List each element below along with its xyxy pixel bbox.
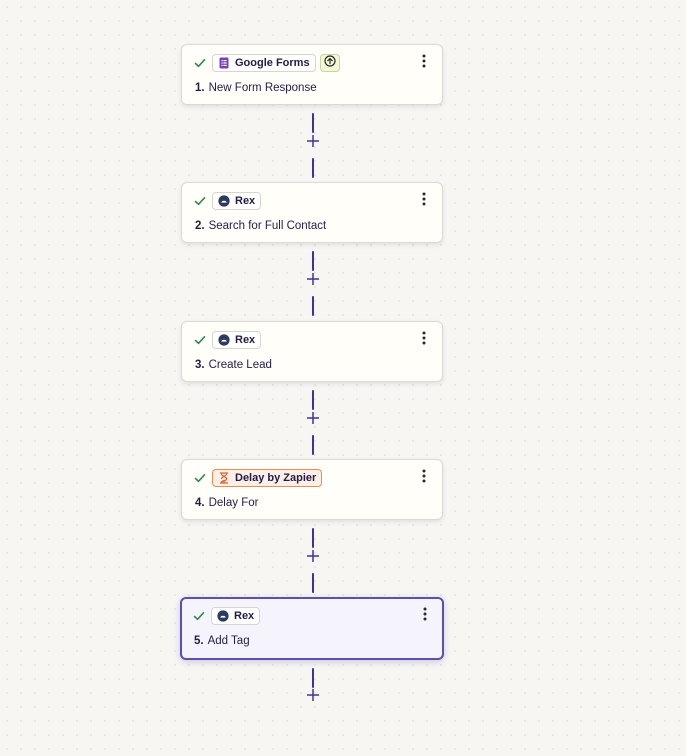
connector-line <box>312 435 314 455</box>
step-action: Delay For <box>208 497 259 509</box>
plus-icon <box>306 549 320 567</box>
up-arrow-circle-icon <box>323 54 336 72</box>
more-options-button[interactable] <box>418 54 430 73</box>
kebab-icon <box>423 607 427 626</box>
more-options-button[interactable] <box>419 607 431 626</box>
app-name: Google Forms <box>235 57 310 69</box>
connector-line <box>312 158 314 178</box>
plus-icon <box>306 272 320 290</box>
check-icon <box>194 195 206 207</box>
rex-icon <box>217 610 229 622</box>
step-header: Rex <box>193 606 261 626</box>
step-number: 4. <box>195 497 205 509</box>
app-name: Rex <box>235 195 256 207</box>
plus-icon <box>306 411 320 429</box>
app-badge: Delay by Zapier <box>212 469 323 487</box>
app-badge: Google Forms <box>212 54 316 72</box>
rex-icon <box>218 334 230 346</box>
step-title: 4.Delay For <box>195 497 258 509</box>
step-action: New Form Response <box>208 82 317 94</box>
step-title: 2.Search for Full Contact <box>195 220 326 232</box>
rex-icon <box>218 195 230 207</box>
step-action: Create Lead <box>208 359 272 371</box>
step-title: 5.Add Tag <box>194 635 250 647</box>
step-title: 3.Create Lead <box>195 359 272 371</box>
app-name: Rex <box>235 334 256 346</box>
connector-line <box>312 296 314 316</box>
check-icon <box>194 57 206 69</box>
add-step-button[interactable] <box>306 134 320 152</box>
connector-line <box>312 573 314 593</box>
google-forms-icon <box>218 57 230 69</box>
app-badge: Rex <box>212 192 262 210</box>
step-action: Add Tag <box>207 635 250 647</box>
plus-icon <box>306 688 320 706</box>
check-icon <box>194 334 206 346</box>
app-name: Delay by Zapier <box>235 472 317 484</box>
add-step-button[interactable] <box>306 411 320 429</box>
kebab-icon <box>422 469 426 488</box>
step-card-2[interactable]: Rex 2.Search for Full Contact <box>181 182 443 243</box>
connector-line <box>312 528 314 548</box>
add-step-button[interactable] <box>306 549 320 567</box>
step-connector <box>303 520 323 595</box>
more-options-button[interactable] <box>418 192 430 211</box>
check-icon <box>193 610 205 622</box>
step-header: Delay by Zapier <box>194 468 323 488</box>
step-card-4[interactable]: Delay by Zapier 4.Delay For <box>181 459 443 520</box>
step-connector <box>303 660 323 710</box>
step-number: 1. <box>195 82 205 94</box>
more-options-button[interactable] <box>418 331 430 350</box>
step-card-1[interactable]: Google Forms 1.New Form Response <box>181 44 443 105</box>
step-connector <box>303 105 323 180</box>
check-icon <box>194 472 206 484</box>
plus-icon <box>306 134 320 152</box>
add-step-button[interactable] <box>306 272 320 290</box>
app-badge: Rex <box>212 331 262 349</box>
connector-line <box>312 251 314 271</box>
kebab-icon <box>422 192 426 211</box>
step-number: 3. <box>195 359 205 371</box>
add-step-button[interactable] <box>306 688 320 706</box>
step-header: Rex <box>194 330 262 350</box>
kebab-icon <box>422 331 426 350</box>
step-connector <box>303 382 323 457</box>
connector-line <box>312 390 314 410</box>
app-name: Rex <box>234 610 255 622</box>
more-options-button[interactable] <box>418 469 430 488</box>
app-badge: Rex <box>211 607 261 625</box>
step-card-5[interactable]: Rex 5.Add Tag <box>180 597 444 660</box>
ai-badge[interactable] <box>319 54 340 72</box>
connector-line <box>312 668 314 688</box>
step-header: Rex <box>194 191 262 211</box>
kebab-icon <box>422 54 426 73</box>
step-header: Google Forms <box>194 53 340 73</box>
connector-line <box>312 113 314 133</box>
step-number: 5. <box>194 635 204 647</box>
step-card-3[interactable]: Rex 3.Create Lead <box>181 321 443 382</box>
step-action: Search for Full Contact <box>208 220 327 232</box>
step-connector <box>303 243 323 318</box>
step-title: 1.New Form Response <box>195 82 317 94</box>
step-number: 2. <box>195 220 205 232</box>
hourglass-icon <box>218 472 230 484</box>
